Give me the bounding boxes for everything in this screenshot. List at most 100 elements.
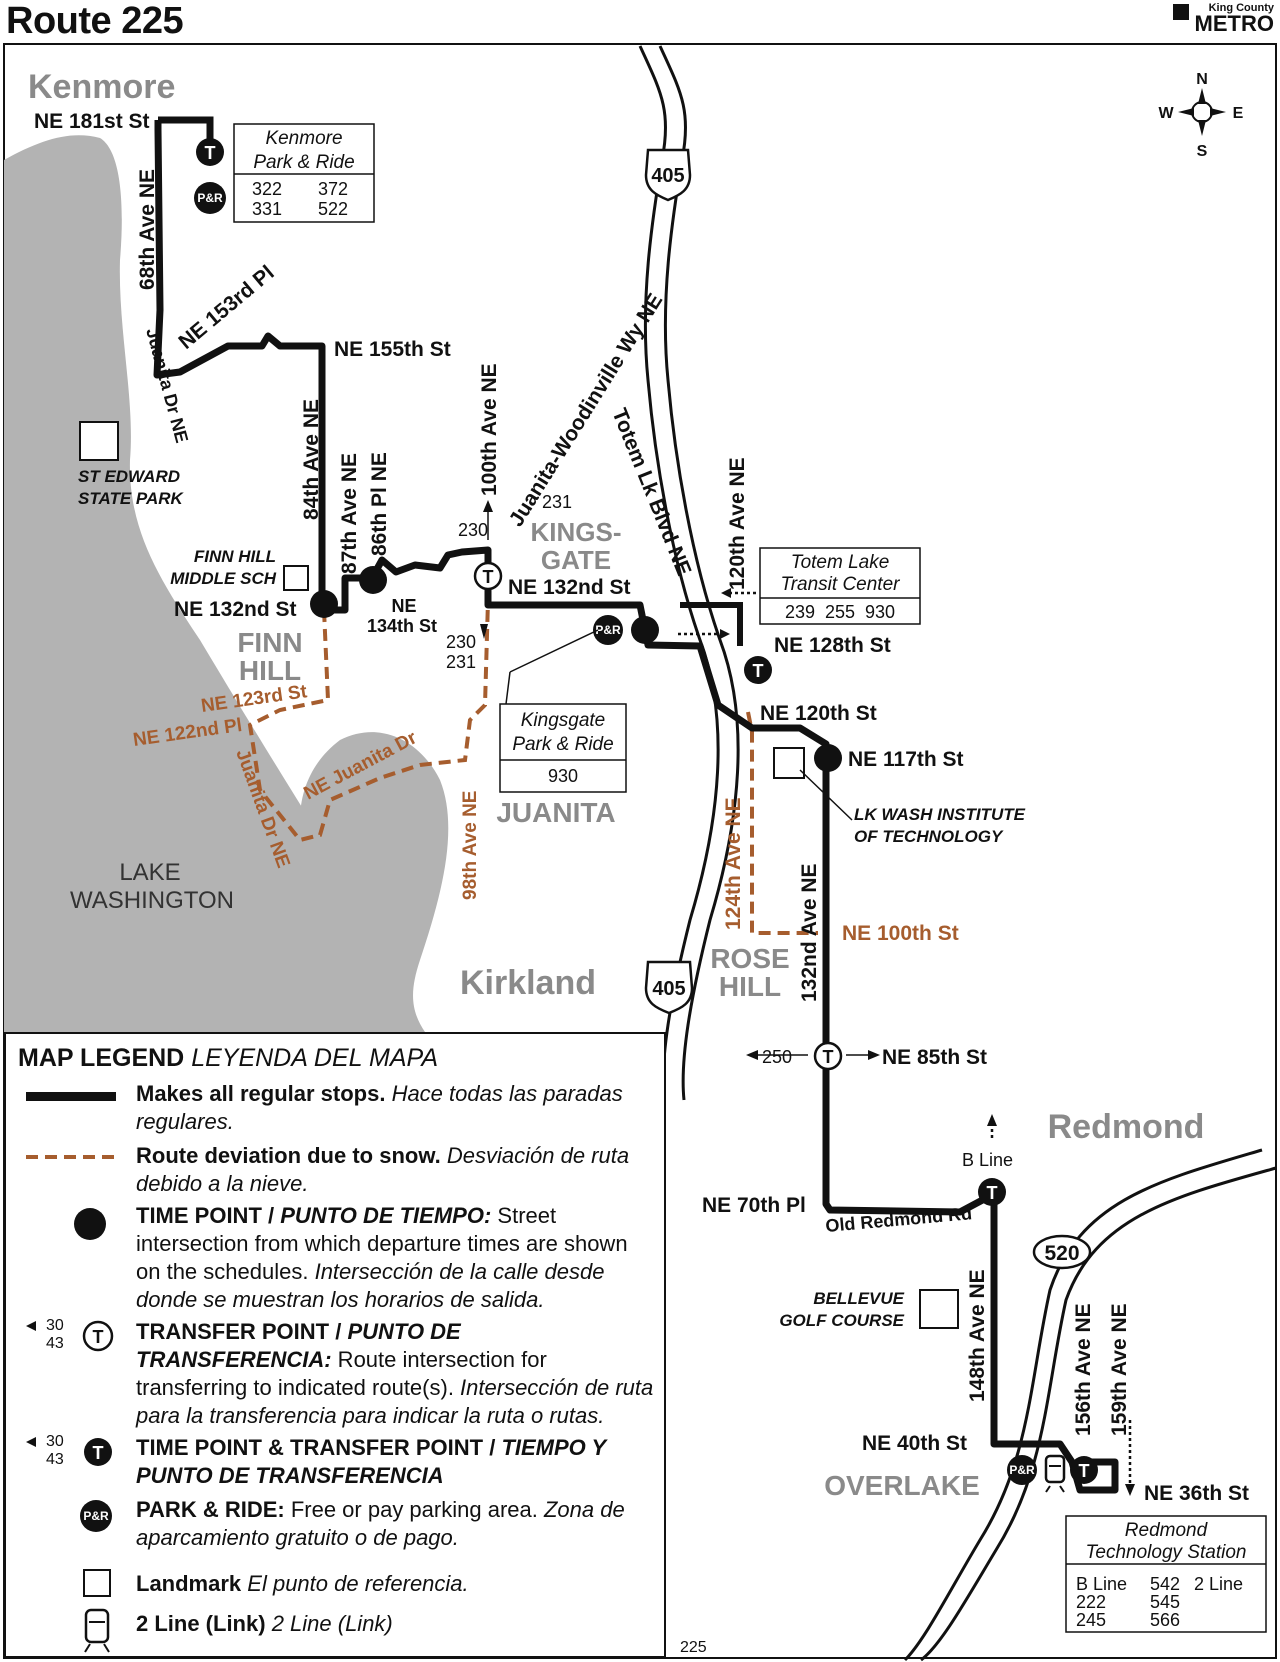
transfer-230-up: 230 [458,520,488,540]
time-point-kingsgate [631,616,659,644]
street-124th-ave: 124th Ave NE [722,797,745,930]
svg-text:Kenmore: Kenmore [265,128,342,149]
svg-text:Technology Station: Technology Station [1086,1542,1247,1563]
svg-text:T: T [93,1443,104,1463]
svg-text:P&R: P&R [197,191,223,205]
legend-park-ride: PARK & RIDE: Free or pay parking area. Z… [136,1497,625,1550]
place-kenmore: Kenmore [28,68,175,106]
park-ride-icons: P&R P&R P&R [194,182,1037,1485]
landmark-finn-hill-ms-1: FINN HILL [194,547,276,566]
landmark-labels: ST EDWARD STATE PARK FINN HILL MIDDLE SC… [78,467,1026,1330]
svg-text:566: 566 [1150,1610,1180,1630]
i-405-freeway [638,45,740,1101]
street-ne-155th: NE 155th St [334,338,451,361]
kingsgate-park-ride-box: Kingsgate Park & Ride 930 [499,703,627,793]
snow-route-swatch [26,1155,116,1159]
legend-landmark: Landmark El punto de referencia. [136,1571,469,1596]
landmark-st-edward-2: STATE PARK [78,489,185,508]
street-132nd-ave: 132nd Ave NE [798,864,821,1003]
svg-text:T: T [823,1047,834,1067]
legend-title: MAP LEGEND LEYENDA DEL MAPA [18,1044,439,1072]
route-225-line [153,120,1119,1494]
street-ne-70th: NE 70th Pl [702,1194,806,1217]
svg-text:B Line: B Line [1076,1574,1127,1594]
street-159th-ave: 159th Ave NE [1108,1303,1131,1436]
legend-snow: Route deviation due to snow. Desviación … [136,1143,630,1196]
totem-lake-loop [680,602,743,646]
place-kingsgate-2: GATE [541,545,611,575]
street-68th-ave: 68th Ave NE [136,169,159,290]
transfer-231-up: 231 [542,492,572,512]
svg-text:43: 43 [46,1451,64,1468]
place-kingsgate-1: KINGS- [531,517,622,547]
arrowheads-icon [483,500,1135,1496]
lake-washington [4,135,449,1033]
map-legend: MAP LEGEND LEYENDA DEL MAPA Makes all re… [4,1032,666,1658]
street-120th-ave: 120th Ave NE [726,457,749,590]
park-ride-icon-redmond-tech [1007,1455,1037,1485]
landmark-st-edward [79,421,119,461]
place-overlake: OVERLAKE [824,1470,980,1501]
legend-time-point: TIME POINT / PUNTO DE TIEMPO: Street int… [136,1203,628,1312]
svg-text:331: 331 [252,199,282,219]
svg-text:520: 520 [1044,1242,1079,1265]
legend-light-rail: 2 Line (Link) 2 Line (Link) [136,1611,393,1636]
snow-direction-arrow-icon [480,624,488,639]
kenmore-park-ride-box: Kenmore Park & Ride 322 372 331 522 [233,123,375,223]
kingsgate-pr-pointer [509,629,599,673]
legend-transfer-point: TRANSFER POINT / PUNTO DE TRANSFERENCIA:… [136,1319,654,1428]
regular-route-swatch [26,1092,116,1101]
svg-text:222: 222 [1076,1592,1106,1612]
landmark-lwit-2: OF TECHNOLOGY [854,827,1004,846]
svg-text:P&R: P&R [83,1509,109,1523]
king-county-metro-logo: King County METRO [1172,2,1274,35]
place-kirkland: Kirkland [460,964,596,1002]
svg-text:405: 405 [652,978,685,1000]
totem-lake-transit-center-box: Totem Lake Transit Center 239 255 930 [759,547,921,625]
time-point-icon [74,1208,106,1240]
street-ne-40th: NE 40th St [862,1432,967,1455]
street-ne-134th-1: NE [391,596,416,616]
svg-text:30: 30 [46,1317,64,1334]
transfer-250: 250 [762,1047,792,1067]
legend-regular: Makes all regular stops. Hace todas las … [136,1081,623,1134]
place-names: Kenmore FINN HILL KINGS- GATE JUANITA Ki… [28,68,1204,1501]
svg-text:545: 545 [1150,1592,1180,1612]
transfer-icon-kenmore [196,138,224,166]
lake-label-2: WASHINGTON [70,887,234,914]
street-ne-117th: NE 117th St [848,748,964,771]
svg-text:T: T [753,661,764,681]
street-ne-132nd-east: NE 132nd St [508,576,631,599]
svg-text:T: T [987,1183,998,1203]
landmark-finn-hill-ms-2: MIDDLE SCH [170,569,277,588]
park-ride-icon-kingsgate [593,615,623,645]
svg-text:P&R: P&R [1009,1463,1035,1477]
svg-text:Redmond: Redmond [1125,1520,1209,1541]
legend-time-transfer-point: TIME POINT & TRANSFER POINT / TIEMPO Y P… [136,1435,606,1488]
park-ride-legend-icon: P&R [80,1500,112,1532]
street-ne-85th: NE 85th St [882,1046,987,1069]
king-county-crown-icon [1172,4,1189,20]
transfer-icon-redmond-tech [1070,1456,1098,1484]
svg-text:Totem Lake: Totem Lake [791,552,890,573]
park-ride-icon-kenmore [194,182,226,214]
transfer-icon-kingsgate [473,561,503,591]
svg-text:245: 245 [1076,1610,1106,1630]
svg-text:542: 542 [1150,1574,1180,1594]
redmond-technology-station-box: Redmond Technology Station B Line 542 2 … [1065,1515,1267,1633]
time-transfer-points: T T T T [196,138,1098,1484]
svg-text:239 255 930: 239 255 930 [785,602,895,622]
landmark-lwit [773,747,805,779]
street-ne-132nd-west: NE 132nd St [174,598,297,621]
landmark-legend-icon [83,1569,111,1597]
svg-text:E: E [1233,105,1244,122]
place-finn-hill-2: HILL [239,655,301,686]
svg-text:2 Line: 2 Line [1194,1574,1243,1594]
time-point-ne-117th [814,744,842,772]
svg-text:T: T [205,143,216,163]
landmark-squares [79,421,959,1329]
transfer-icon-ne-85th [813,1041,843,1071]
svg-text:T: T [483,567,494,587]
landmark-bellevue-golf [919,1289,959,1329]
